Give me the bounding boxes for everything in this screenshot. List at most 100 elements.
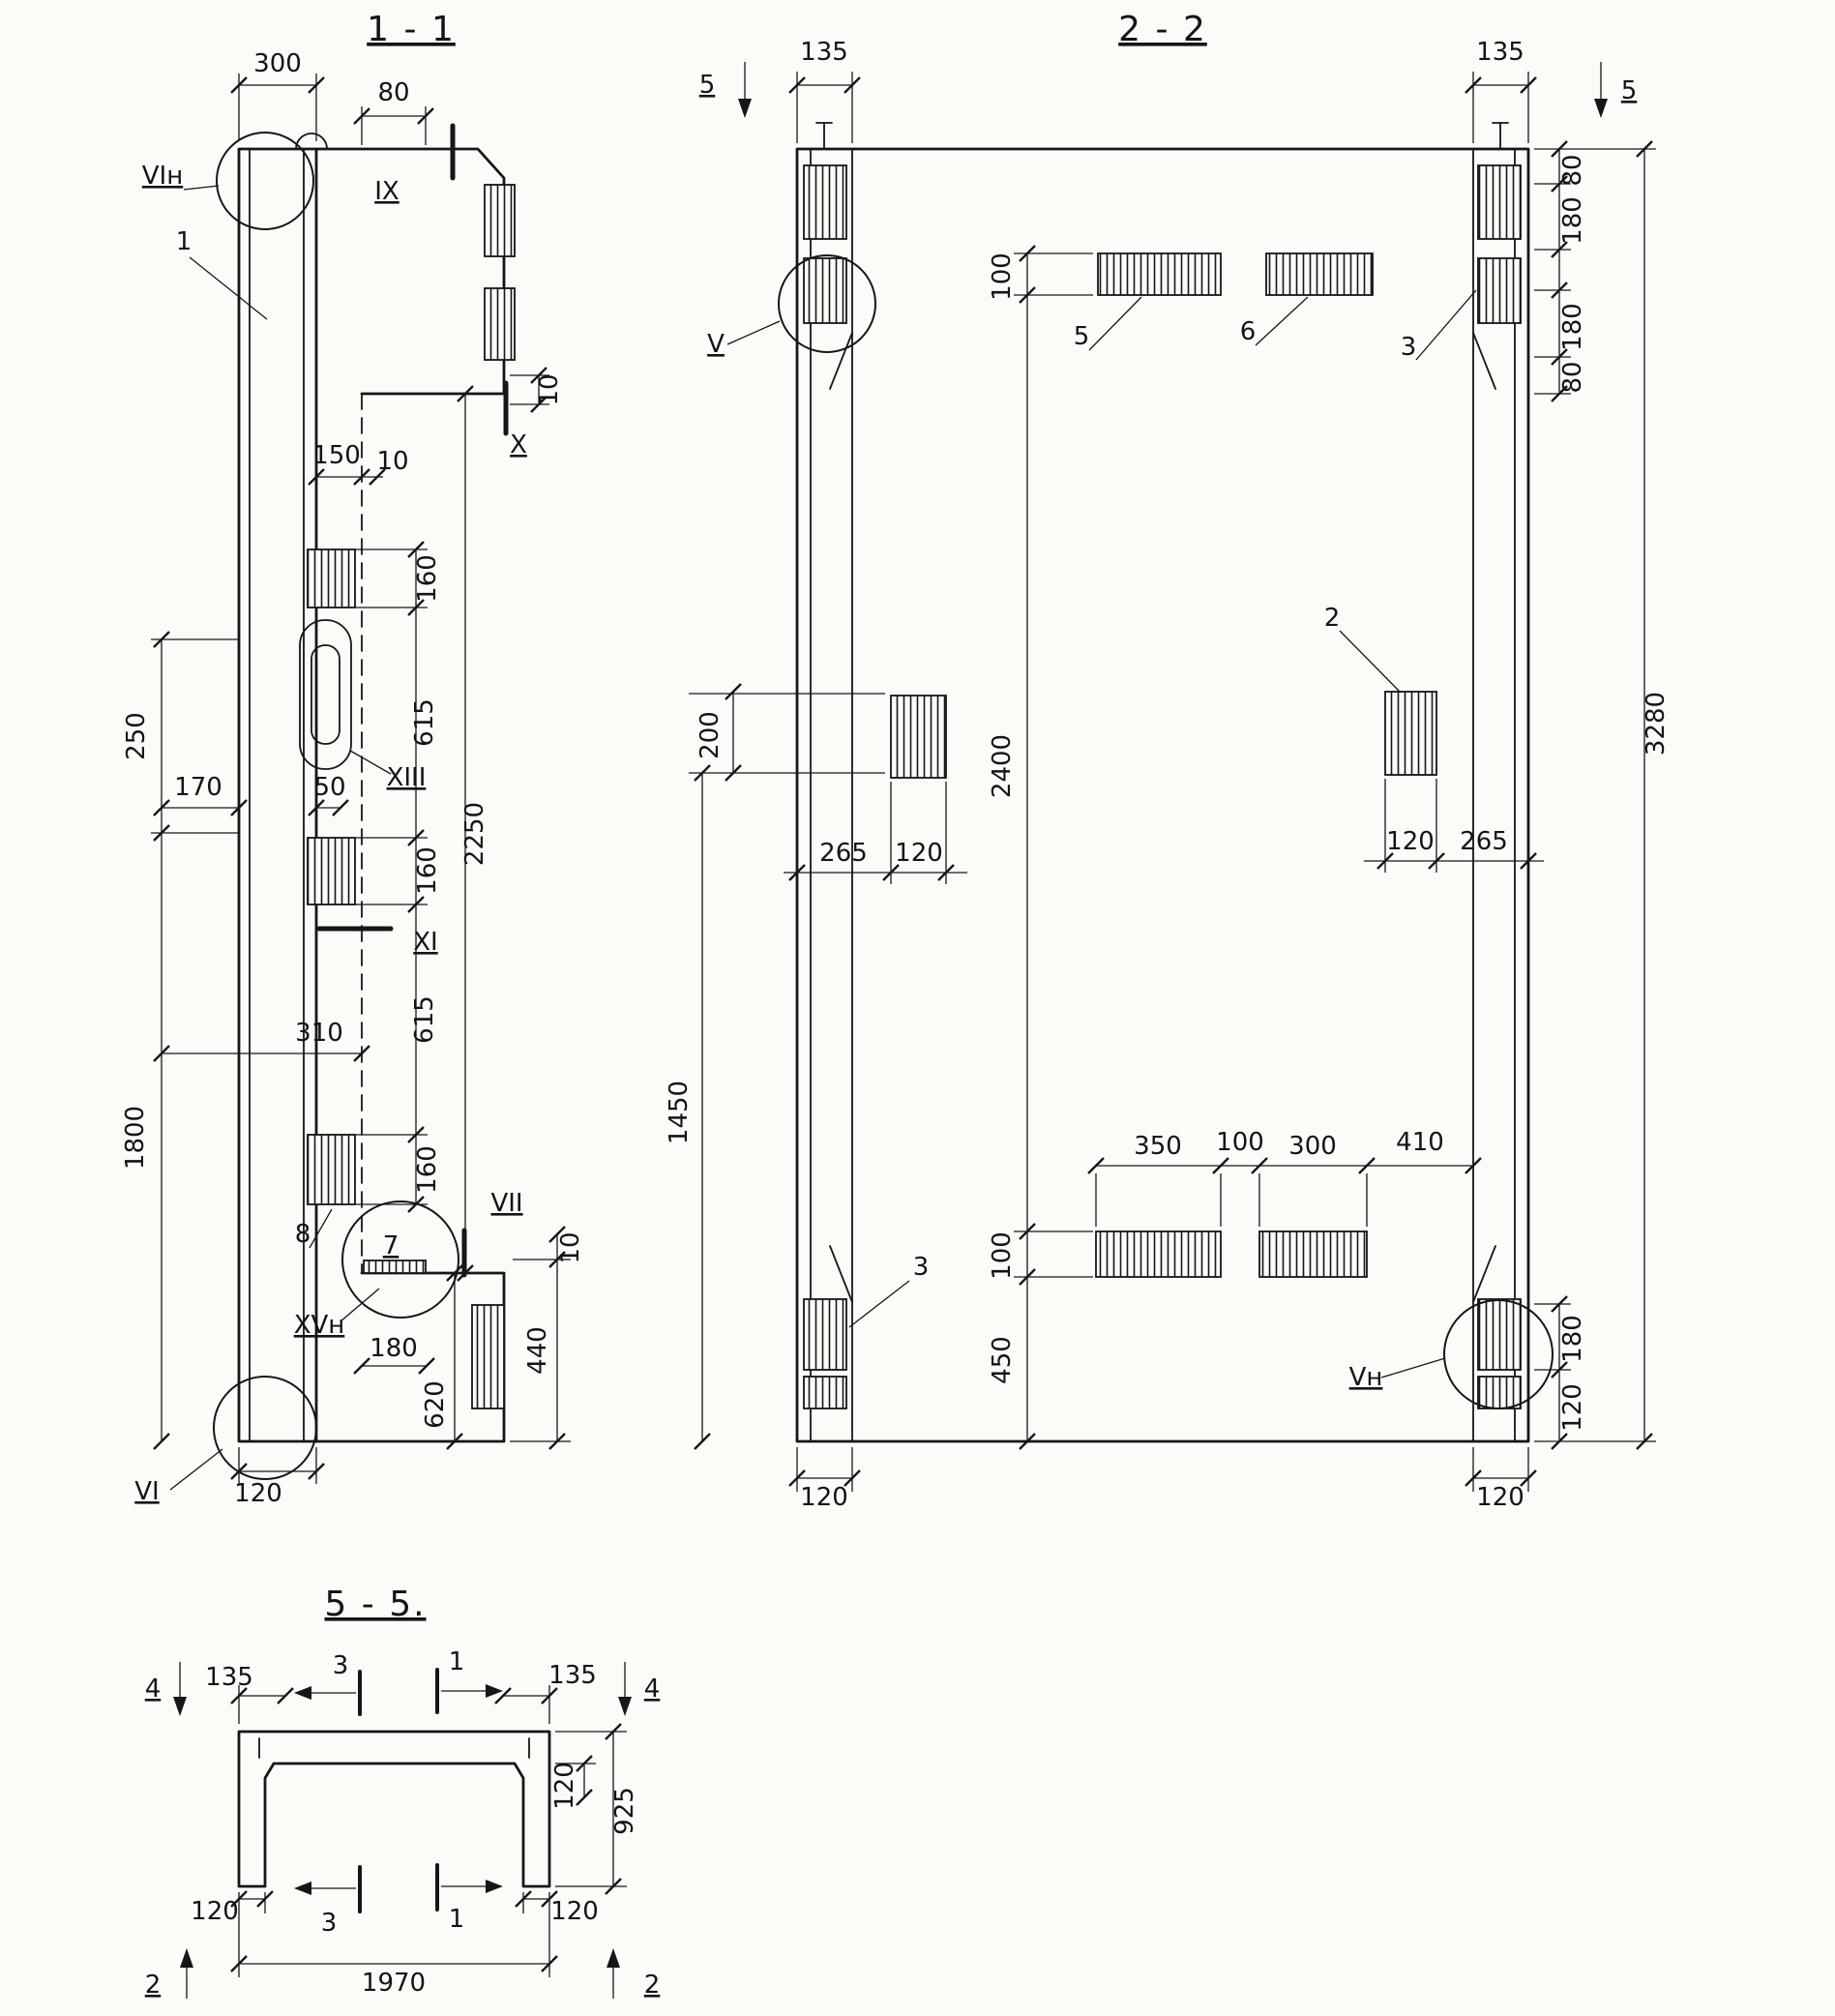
rib-inner-lines — [810, 148, 1516, 1442]
dim-120-br: 120 — [1476, 1483, 1524, 1512]
dimension-tick — [541, 1687, 558, 1705]
dimension-tick — [1551, 1361, 1568, 1379]
dim-120-c: 120 — [1386, 827, 1435, 856]
marker-5-tr: 5 — [1621, 76, 1638, 105]
section-title-1-1: 1 - 1 — [367, 10, 456, 49]
marker-4-r: 4 — [644, 1675, 661, 1704]
embed-plate — [471, 1304, 505, 1409]
section-2-2-geometry — [689, 62, 1656, 1492]
arrow-down-icon — [173, 1697, 187, 1716]
embed-plate — [1477, 164, 1522, 240]
dim-10-c: 10 — [556, 1231, 585, 1263]
dimension-tick — [788, 864, 806, 881]
dim-50: 50 — [313, 773, 345, 802]
arrow-left-icon — [294, 1882, 311, 1895]
dimension-tick — [308, 1463, 325, 1480]
label-xv-n: XVн — [294, 1311, 345, 1340]
dimension-tick — [446, 1264, 463, 1282]
dimension-tick — [1087, 1157, 1105, 1174]
embed-plate — [1477, 1376, 1522, 1409]
dimension-tick — [1551, 241, 1568, 258]
lifting-hook-arc — [295, 133, 328, 150]
dim-440: 440 — [523, 1326, 552, 1375]
dimension-tick — [353, 468, 370, 486]
dim-135-l55: 135 — [205, 1663, 253, 1692]
marker-3-b: 3 — [321, 1909, 338, 1938]
marker-2-l: 2 — [145, 1971, 162, 2000]
dim-180-rb: 180 — [1558, 1315, 1587, 1363]
embed-block — [1384, 691, 1437, 776]
dim-615-a: 615 — [410, 698, 439, 747]
dimension-tick — [308, 799, 325, 816]
dimension-tick — [1551, 282, 1568, 299]
detail-callout-circle — [1443, 1299, 1554, 1409]
dimension-tick — [446, 1433, 463, 1450]
embed-bar — [1265, 252, 1374, 296]
dimension-tick — [1551, 1295, 1568, 1313]
dim-1800: 1800 — [121, 1106, 150, 1170]
dim-160-a: 160 — [413, 554, 442, 603]
detail-callout-circle — [341, 1201, 459, 1319]
dim-135-r55: 135 — [548, 1661, 597, 1690]
section-title-5-5: 5 - 5. — [324, 1585, 426, 1624]
dimension-tick — [515, 1890, 532, 1908]
label-v-n: Vн — [1349, 1363, 1383, 1392]
dimension-tick — [230, 1687, 248, 1705]
section-1-1-geometry — [151, 74, 571, 1491]
arrow-down-icon — [738, 99, 752, 118]
dim-150: 150 — [312, 441, 361, 470]
embed-plate — [803, 164, 847, 240]
embed-bar — [1095, 1230, 1222, 1278]
dimension-tick — [308, 468, 325, 486]
embed-plate — [484, 184, 516, 257]
dimension-tick — [1428, 852, 1445, 870]
marker-1-b: 1 — [449, 1905, 465, 1934]
part-2: 2 — [1324, 604, 1341, 633]
dimension-tick — [1520, 1469, 1537, 1487]
dimension-tick — [1465, 76, 1482, 94]
dim-300-b: 300 — [1288, 1132, 1337, 1161]
label-v: V — [707, 330, 725, 359]
dim-925: 925 — [610, 1787, 639, 1835]
section-cut-marker-1-bottom — [435, 1863, 503, 1912]
dim-2400: 2400 — [988, 734, 1017, 798]
dim-120-b: 120 — [895, 839, 943, 868]
dim-265-b: 265 — [1460, 827, 1508, 856]
dimension-tick — [308, 76, 325, 94]
dimension-tick — [153, 799, 170, 816]
dimension-tick — [353, 1045, 370, 1062]
dimension-tick — [694, 764, 711, 782]
dimension-tick — [407, 1196, 425, 1213]
dimension-tick — [407, 541, 425, 558]
dimension-tick — [788, 76, 806, 94]
dim-170: 170 — [174, 773, 222, 802]
section-cut-marker-1-top — [435, 1668, 503, 1714]
dimension-tick — [418, 1357, 435, 1375]
rib-top-stubs — [815, 122, 1509, 150]
dimension-tick — [1465, 1157, 1482, 1174]
leader-lines-s11 — [169, 185, 392, 1491]
embed-plate — [484, 287, 516, 361]
dimension-tick — [407, 896, 425, 913]
embed-plate — [803, 257, 847, 324]
dim-80-r2: 80 — [1558, 361, 1587, 393]
detail-callout-circle — [778, 254, 876, 353]
dimension-tick — [844, 1469, 861, 1487]
dim-80-top: 80 — [377, 78, 409, 107]
dimension-tick — [153, 1433, 170, 1450]
dim-120-r55: 120 — [550, 1762, 579, 1810]
detail-callout-circle — [216, 132, 314, 230]
corner-weld-marks — [258, 1737, 530, 1759]
marker-4-l: 4 — [145, 1675, 162, 1704]
dim-10-a: 10 — [535, 373, 564, 405]
part-3-t: 3 — [1401, 333, 1417, 362]
section-title-2-2: 2 - 2 — [1118, 10, 1207, 49]
dim-1970: 1970 — [362, 1969, 426, 1998]
dimension-tick — [457, 1264, 474, 1282]
dimension-tick — [369, 468, 386, 486]
embed-plate — [803, 1298, 847, 1371]
dim-450: 450 — [988, 1336, 1017, 1384]
rib-taper-lines — [829, 332, 1496, 1303]
